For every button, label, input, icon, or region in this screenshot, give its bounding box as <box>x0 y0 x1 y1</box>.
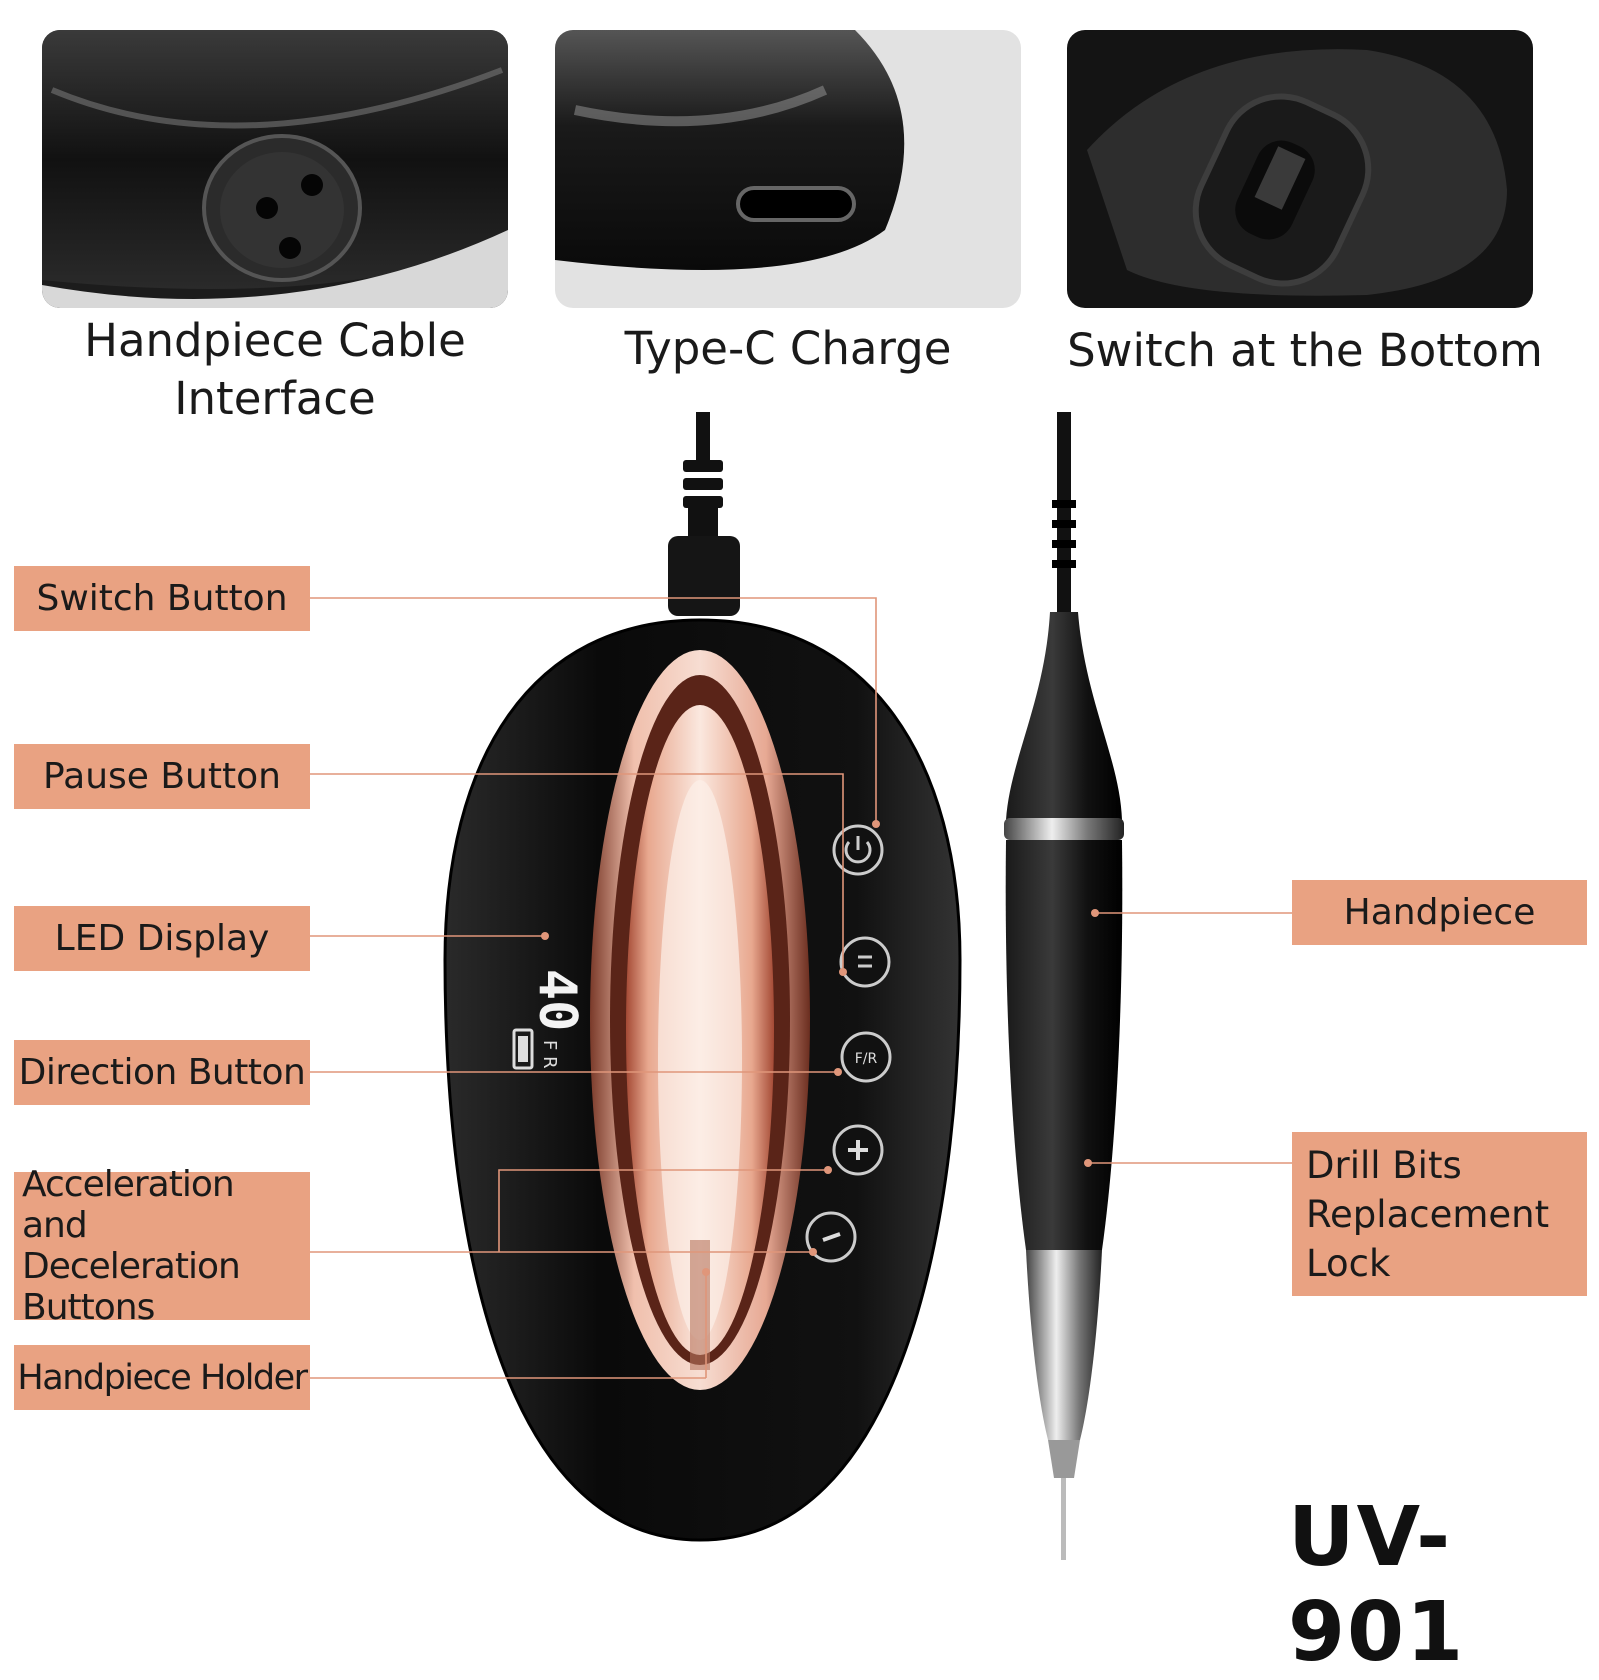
callout-led-display: LED Display <box>14 906 310 971</box>
callout-line: Acceleration <box>22 1164 235 1205</box>
callout-speed-buttons: Acceleration and Deceleration Buttons <box>14 1164 310 1328</box>
callout-line: Buttons <box>22 1287 155 1328</box>
caption-line: Interface <box>174 372 376 425</box>
power-button[interactable] <box>832 824 884 876</box>
minus-icon <box>822 1232 841 1242</box>
callout-line: Replacement <box>1306 1192 1550 1236</box>
led-digits: 40 <box>527 969 587 1032</box>
handpiece-ring <box>1004 818 1124 840</box>
callout-line: and Deceleration <box>22 1205 241 1287</box>
handpiece-nose <box>1026 1250 1102 1440</box>
callout-drill-lock: Drill Bits Replacement Lock <box>1292 1132 1587 1296</box>
type-c-port-photo <box>555 30 1021 308</box>
handpiece-taper <box>1006 612 1122 820</box>
drill-bit <box>1061 1478 1066 1560</box>
bottom-switch-caption: Switch at the Bottom <box>1067 324 1543 377</box>
callout-direction-button: Direction Button <box>14 1040 310 1105</box>
handpiece-body <box>1005 840 1123 1250</box>
type-c-caption: Type-C Charge <box>624 322 952 375</box>
callout-line: Lock <box>1306 1241 1391 1285</box>
direction-button[interactable]: F/R <box>840 1031 892 1083</box>
handpiece-cable <box>1057 412 1071 612</box>
pause-button[interactable] <box>839 936 891 988</box>
direction-button-text: F/R <box>855 1051 878 1067</box>
callout-switch-button: Switch Button <box>14 566 310 631</box>
led-display: 40 F R <box>527 969 587 1069</box>
cable-strain-relief <box>668 536 740 616</box>
cable-interface-photo <box>42 30 508 308</box>
callout-line: Drill Bits <box>1306 1143 1462 1187</box>
bottom-switch-photo <box>1067 30 1533 308</box>
led-direction: F R <box>539 1040 560 1069</box>
callout-handpiece: Handpiece <box>1292 880 1587 945</box>
cable-interface-caption: Handpiece Cable Interface <box>42 312 508 428</box>
callout-handpiece-holder: Handpiece Holder <box>14 1345 310 1410</box>
battery-icon <box>512 1028 534 1070</box>
leader-lines <box>307 597 1292 1379</box>
callout-pause-button: Pause Button <box>14 744 310 809</box>
minus-button[interactable] <box>805 1211 857 1263</box>
power-icon <box>844 841 872 864</box>
plus-button[interactable] <box>832 1124 884 1176</box>
device-illustration: 40 F R F/R <box>307 412 1292 1560</box>
model-number: UV-901 <box>1288 1490 1466 1680</box>
controller-cable <box>696 412 710 472</box>
caption-line: Handpiece Cable <box>84 314 466 367</box>
